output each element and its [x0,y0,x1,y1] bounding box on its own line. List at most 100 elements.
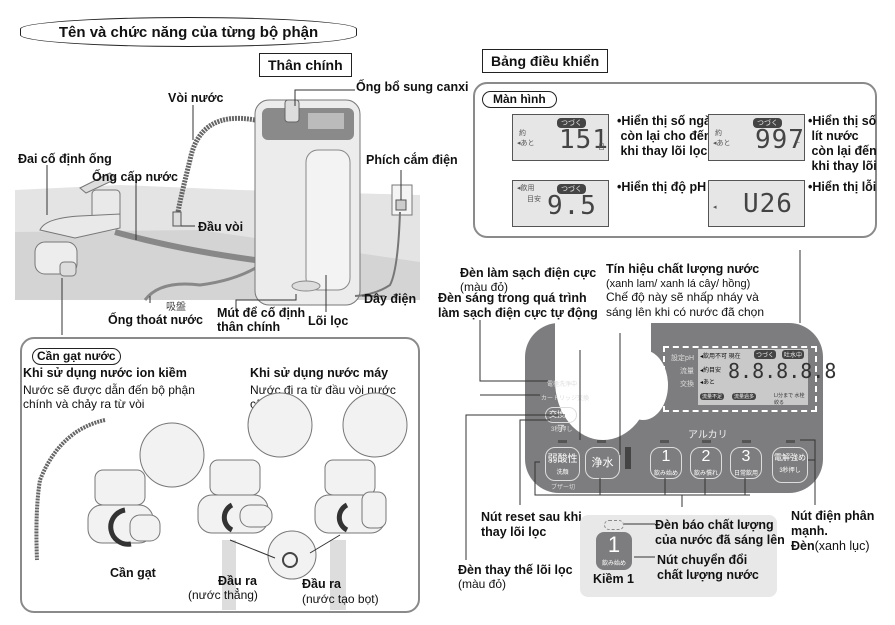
reset-button-sub: 3秒押し [551,427,573,433]
faucet-lever [79,172,117,194]
lcd-note: L/分まで 水栓絞る [774,393,805,406]
lcd-liters-remaining: つづく 約 ◂あと 997 L [708,114,805,161]
power-cord [354,211,401,297]
lcd-left-top: 約 [715,130,722,137]
main-unit-header: Thân chính [259,53,352,77]
lcd-error: ◂ U26 [708,180,805,227]
lcd-tag: つづく [557,184,586,194]
lcd-row3: ◂あと [700,380,716,386]
lcd-left-top: 約 [519,130,526,137]
drain-pipe [143,260,266,301]
label-power-plug: Phích cắm điện [366,153,458,167]
base-pad [291,280,321,292]
legend-lamp-icon [604,520,624,530]
lever-section-frame [20,337,420,613]
cartridge-change-jp: カートリッジ交換 [541,396,590,402]
label-outlet-foam-sub: (nước tạo bọt) [302,592,379,606]
label-quality-signal: Tín hiệu chất lượng nước [606,262,760,276]
legend-button-caption: Kiềm 1 [593,572,634,586]
lcd-value: 997 [755,125,805,155]
lever-knob-2 [239,504,273,528]
label-supply-pipe: Ống cấp nước [92,170,179,184]
label-filter-cartridge: Lõi lọc [308,314,349,328]
desc-error: •Hiển thị lỗi [808,180,877,194]
lcd-tag1: つづく [754,350,777,359]
button-weak-acid[interactable]: 弱酸性洗顔 [545,447,580,481]
lcd-ph: つづく ◂飲用 目安 9.5 [512,180,609,227]
label-filter-lamp-sub: (màu đỏ) [458,577,507,591]
lcd-tag4: 流量過多 [732,393,757,400]
zoom-circle-2 [247,392,313,458]
water-stream-1 [222,540,236,610]
control-panel-header: Bảng điều khiển [482,49,609,73]
lcd-days-remaining: つづく 約 ◂あと 151 日 [512,114,609,161]
display-pill: Màn hình [482,91,557,108]
outlet-center [282,552,298,568]
label-electrode-lamp: Đèn làm sạch điện cực [460,266,597,280]
lcd-left-bottom: ◂ [713,204,717,211]
lamp-alkali-3 [742,440,751,443]
lcd-row2: ◂約目安 [700,368,722,374]
button-purified[interactable]: 浄水 [585,447,620,479]
lcd-left-bottom: ◂あと [713,140,731,147]
water-stream-2 [330,540,346,610]
lcd-digits: 8.8.8.8.8 [728,359,837,383]
spout-head [172,211,182,227]
zoom-circle-1 [139,422,205,488]
label-outlet-foam: Đầu ra [302,577,341,591]
desc-ph: •Hiển thị độ pH [617,180,707,194]
lever-knob-1 [129,514,161,542]
page-title: Tên và chức năng của từng bộ phận [20,17,357,47]
lcd-left-top: ◂飲用 [517,185,535,192]
supply-pipe [114,229,256,263]
button-weak-acid-below: ブザー切 [551,485,576,491]
desc-liters-remaining: •Hiển thị số lít nước còn lại đến khi th… [808,114,877,173]
lcd-tag2: 吐水中 [782,350,805,359]
lcd-left-bottom: 目安 [527,196,541,203]
lamp-purified [597,440,606,443]
lever-hose [34,418,106,561]
page-title-text: Tên và chức năng của từng bộ phận [58,23,319,41]
lcd-row1: ◂飲用不可 現在 [700,354,741,360]
desc-days-remaining: •Hiển thị số ngày còn lại cho đến khi th… [617,114,718,158]
quality-signal-bar [625,447,631,469]
lcd-value: 9.5 [547,191,597,221]
top-lcd [308,113,344,129]
lcd-tag: つづく [753,118,782,128]
label-lever: Cần gạt [110,566,156,580]
label-spout-head: Đầu vòi [198,220,244,234]
lcd-tag3: 流量不足 [700,393,725,400]
lcd-unit: 日 [598,144,605,151]
lcd-value: U26 [743,189,793,219]
lcd-value: 151 [559,125,609,155]
display-section-frame [473,82,877,238]
label-suction-cup: 吸盤 [166,302,186,313]
lamp-strong-electrolysis [786,440,795,443]
legend-button-sub: 飲み始め [601,561,626,567]
rotate-arrow-1 [108,507,132,547]
zoom-circle-3 [342,392,408,458]
label-filter-lamp: Đèn thay thế lõi lọc [458,563,573,577]
lever-pill: Cần gạt nước [32,348,121,365]
label-faucet-hose: Vòi nước [168,91,224,105]
legend-button-num: 1 [607,532,621,557]
lamp-alkali-2 [702,440,711,443]
alkali-label: アルカリ [688,430,728,441]
ion-water-title: Khi sử dụng nước ion kiềm [23,366,187,380]
main-lcd: ◂飲用不可 現在 つづく 吐水中 ◂約目安 ◂あと 8.8.8.8.8 流量不足… [698,349,836,406]
label-pipe-clamp: Đai cố định ống [18,152,112,166]
